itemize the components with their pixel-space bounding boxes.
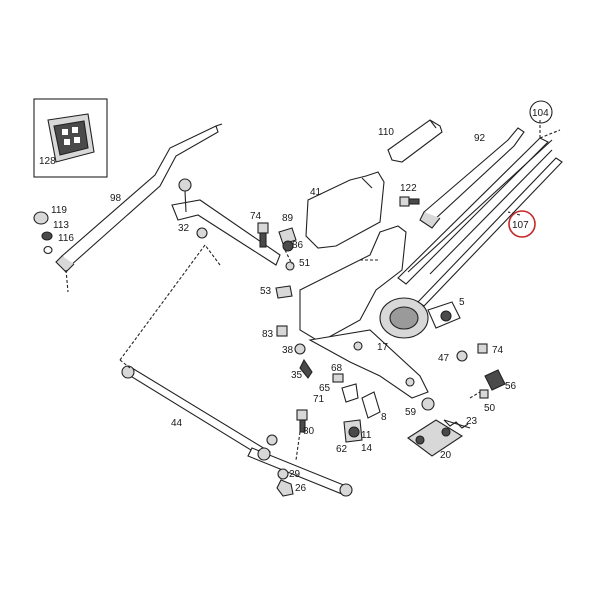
label-17: 17: [377, 342, 389, 353]
label-8: 8: [381, 412, 387, 423]
label-65: 65: [319, 383, 331, 394]
label-5: 5: [459, 297, 465, 308]
label-74-right: 74: [492, 345, 504, 356]
label-104: 104: [532, 108, 549, 119]
label-71: 71: [313, 394, 325, 405]
part-98-wiper-arm: [55, 123, 223, 293]
label-98: 98: [110, 193, 122, 204]
label-62: 62: [336, 444, 348, 455]
label-89: 89: [282, 213, 294, 224]
label-20: 20: [440, 450, 452, 461]
label-110: 110: [378, 127, 394, 138]
label-14: 14: [361, 443, 373, 454]
label-56: 56: [505, 381, 517, 392]
label-44: 44: [171, 418, 183, 429]
parts-right-column: [456, 343, 506, 399]
label-41: 41: [310, 187, 322, 198]
highlight-circle-107: [508, 210, 536, 238]
circle-104: [529, 100, 553, 124]
part-5-motor: [379, 297, 461, 339]
label-74-top: 74: [250, 211, 262, 222]
label-11: 11: [361, 430, 372, 441]
part-92-wiper-arm: [419, 127, 525, 229]
label-86: 86: [292, 240, 304, 251]
parts-119-113-116: [33, 211, 53, 255]
label-122: 122: [400, 183, 417, 194]
label-107: 107: [512, 220, 529, 231]
label-53: 53: [260, 286, 272, 297]
label-26: 26: [295, 483, 307, 494]
label-29: 29: [289, 469, 301, 480]
label-23: 23: [466, 416, 478, 427]
label-47: 47: [438, 353, 450, 364]
parts-center-small: [296, 373, 435, 443]
parts-74-89-86: [257, 222, 297, 252]
label-119: 119: [51, 205, 67, 216]
label-32: 32: [178, 223, 190, 234]
parts-104-107-wiper-blades: [397, 129, 563, 307]
label-68: 68: [331, 363, 343, 374]
parts-29-26: [276, 468, 294, 497]
parts-23-20-bracket: [407, 419, 471, 457]
label-38: 38: [282, 345, 294, 356]
label-50: 50: [484, 403, 496, 414]
label-59: 59: [405, 407, 417, 418]
part-122-screw: [399, 196, 420, 207]
label-83: 83: [262, 329, 274, 340]
label-80: 80: [303, 426, 315, 437]
part-110-cap: [387, 119, 443, 163]
label-92: 92: [474, 133, 486, 144]
part-17-housing: [299, 225, 429, 399]
label-51: 51: [299, 258, 311, 269]
label-35: 35: [291, 370, 303, 381]
label-113: 113: [53, 220, 69, 231]
parts-small-left-column: [275, 261, 313, 379]
part-128-inset: [33, 98, 108, 178]
part-44-drag-link: [121, 365, 353, 497]
part-41-cover: [305, 171, 385, 249]
label-128: 128: [39, 156, 56, 167]
part-32-linkage: [119, 178, 281, 361]
label-116: 116: [58, 233, 74, 244]
